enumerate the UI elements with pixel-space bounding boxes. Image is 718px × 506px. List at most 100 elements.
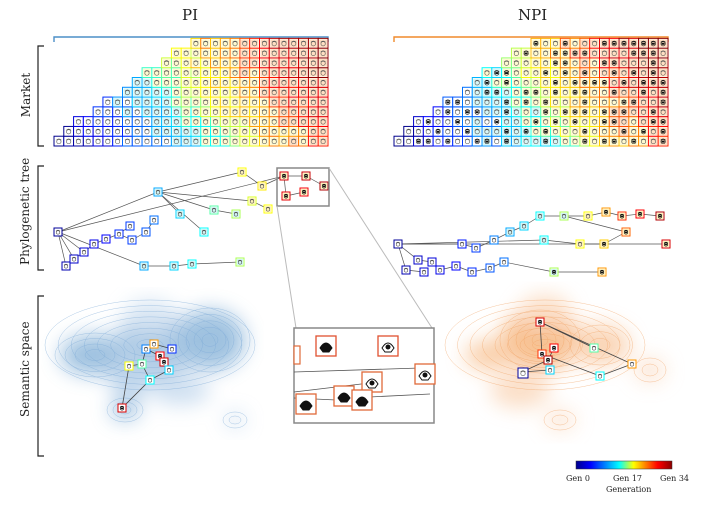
- market-tile: [317, 106, 329, 118]
- market-tile: [422, 125, 434, 137]
- market-tile: [170, 67, 182, 79]
- market-tile: [589, 57, 601, 69]
- market-tile: [170, 125, 182, 137]
- tree-node: [279, 171, 289, 181]
- market-tile: [589, 106, 601, 118]
- market-tile: [559, 47, 571, 59]
- tree-node: [393, 239, 403, 249]
- market-tile: [638, 96, 649, 108]
- density-contour: [54, 332, 136, 378]
- market-tile: [180, 67, 192, 79]
- market-tile: [210, 135, 221, 147]
- market-tile: [628, 96, 640, 108]
- market-tile: [462, 86, 473, 98]
- market-tile: [501, 57, 512, 69]
- market-tile: [579, 135, 591, 147]
- market-tile: [317, 116, 329, 127]
- market-tile: [141, 67, 153, 79]
- market-tile: [569, 47, 581, 59]
- market-tile: [239, 57, 251, 69]
- semantic-node: [549, 343, 559, 353]
- market-tile: [219, 135, 231, 147]
- tree-node: [153, 187, 163, 197]
- market-tile: [307, 135, 319, 147]
- market-tile: [481, 125, 493, 137]
- market-tile: [288, 57, 300, 69]
- zoom-artwork-tile: [351, 389, 373, 411]
- semantic-node: [627, 359, 637, 369]
- market-tile: [647, 47, 659, 59]
- market-tile: [131, 86, 143, 98]
- market-tile: [413, 135, 424, 147]
- market-tile: [530, 86, 542, 98]
- market-tile: [278, 96, 290, 108]
- market-tile: [122, 125, 133, 137]
- semantic-edge: [121, 365, 130, 409]
- market-tile: [239, 96, 251, 108]
- market-tile: [131, 135, 143, 147]
- density-contour: [193, 326, 227, 354]
- market-tile: [73, 135, 84, 147]
- market-tile: [540, 135, 552, 147]
- market-tile: [229, 47, 241, 59]
- market-tile: [403, 125, 415, 137]
- tree-node: [247, 196, 257, 206]
- market-tile: [239, 37, 251, 49]
- market-tile: [599, 37, 610, 49]
- market-tile: [491, 96, 503, 108]
- market-tile: [239, 86, 251, 98]
- market-tile: [298, 47, 309, 59]
- market-tile: [540, 125, 552, 137]
- market-tile: [298, 67, 309, 79]
- market-tile: [471, 135, 483, 147]
- market-tile: [219, 96, 231, 108]
- zoom-line-left: [276, 205, 297, 329]
- market-tile: [608, 86, 620, 98]
- semantic-node: [537, 349, 547, 359]
- market-tile: [550, 135, 561, 147]
- tree-edge: [57, 231, 67, 267]
- market-tile: [569, 135, 581, 147]
- zoom-edge: [293, 367, 421, 373]
- market-tile: [471, 106, 483, 118]
- market-tile: [501, 67, 512, 79]
- market-tile: [298, 116, 309, 127]
- market-tile: [452, 116, 464, 127]
- market-tile: [219, 125, 231, 137]
- market-tile: [239, 125, 251, 137]
- market-tile: [540, 77, 552, 88]
- market-tile: [151, 86, 163, 98]
- market-tile: [618, 135, 630, 147]
- market-tile: [540, 106, 552, 118]
- market-tile: [638, 86, 649, 98]
- tree-node: [599, 239, 609, 249]
- density-contour: [641, 363, 659, 377]
- market-tile: [53, 135, 65, 147]
- market-tile: [249, 106, 260, 118]
- market-tile: [657, 106, 669, 118]
- market-tile: [647, 116, 659, 127]
- market-tile: [317, 47, 329, 59]
- market-tile: [432, 106, 444, 118]
- tree-node: [235, 257, 245, 267]
- market-tile: [657, 125, 669, 137]
- market-tile: [151, 67, 163, 79]
- density-contour: [201, 333, 219, 347]
- market-tile: [180, 135, 192, 147]
- density-contour: [222, 411, 248, 429]
- market-tile: [510, 67, 522, 79]
- market-tile: [161, 57, 172, 69]
- market-tile: [219, 57, 231, 69]
- density-contour: [64, 338, 126, 372]
- market-tile: [657, 77, 669, 88]
- zoom-source-box: [276, 167, 330, 207]
- market-tile: [520, 67, 532, 79]
- market-tile: [520, 106, 532, 118]
- market-tile: [540, 57, 552, 69]
- market-tile: [559, 67, 571, 79]
- market-tile: [180, 96, 192, 108]
- market-tile: [530, 57, 542, 69]
- market-tile: [190, 67, 202, 79]
- tree-node: [419, 267, 429, 277]
- market-tile: [589, 86, 601, 98]
